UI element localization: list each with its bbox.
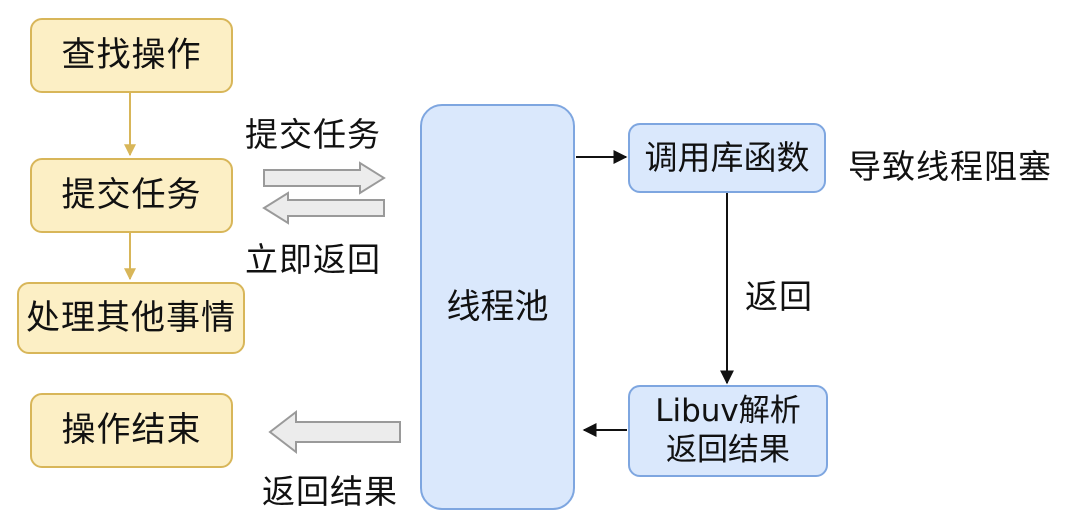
step-submit-label: 提交任务 [61, 175, 202, 216]
submit-arrow-label: 提交任务 [245, 115, 381, 154]
step-find: 查找操作 [30, 18, 233, 93]
libuv-parse: Libuv解析 返回结果 [628, 385, 828, 477]
step-submit: 提交任务 [30, 158, 233, 233]
step-other: 处理其他事情 [17, 282, 245, 354]
call-library-function-label: 调用库函数 [644, 138, 810, 178]
libuv-parse-line2: 返回结果 [666, 432, 790, 468]
thread-pool: 线程池 [420, 104, 575, 510]
step-find-label: 查找操作 [61, 35, 202, 76]
submit-block-arrow [263, 161, 386, 195]
thread-pool-label: 线程池 [446, 286, 549, 327]
return-label: 返回 [745, 277, 813, 316]
step-other-label: 处理其他事情 [26, 297, 236, 338]
step-done-label: 操作结束 [61, 410, 202, 451]
immediate-return-block-arrow [262, 191, 385, 225]
step-done: 操作结束 [30, 393, 233, 468]
call-library-function: 调用库函数 [628, 123, 826, 193]
blocking-note: 导致线程阻塞 [848, 147, 1052, 186]
return-result-label: 返回结果 [262, 472, 398, 511]
return-result-block-arrow [268, 409, 401, 455]
libuv-parse-line1: Libuv解析 [655, 393, 801, 430]
immediate-return-label: 立即返回 [245, 240, 381, 279]
